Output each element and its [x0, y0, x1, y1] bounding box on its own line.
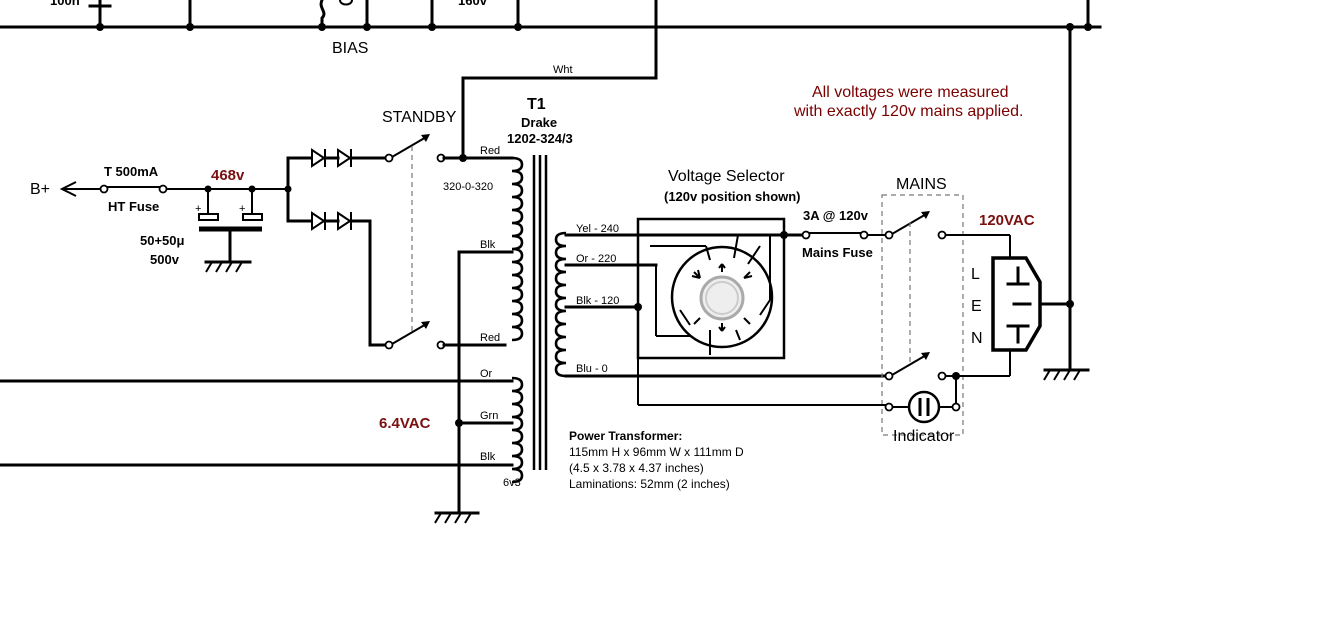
pri-lead-or: Or - 220 [576, 253, 616, 265]
sixv3-label: 6v3 [503, 477, 521, 489]
pt-info-line-3: Laminations: 52mm (2 inches) [569, 477, 730, 491]
rectifier-section: STANDBY Wht [286, 64, 658, 350]
selector-subtitle: (120v position shown) [664, 189, 801, 204]
ht-fuse-name: HT Fuse [108, 199, 159, 214]
indicator-lamp [907, 390, 941, 424]
mains-voltage: 120VAC [979, 212, 1035, 229]
mains-fuse-name: Mains Fuse [802, 245, 873, 260]
transformer-part: 1202-324/3 [507, 131, 573, 146]
iec-n: N [971, 330, 983, 347]
mains-section: 3A @ 120v Mains Fuse MAINS 120VAC Indica… [638, 176, 1035, 445]
standby-label: STANDBY [382, 109, 457, 126]
diode-bottom-1 [311, 211, 326, 231]
sec-lead-blk-2: Blk [480, 451, 496, 463]
capacitor-b [242, 213, 263, 221]
transformer-ref: T1 [527, 96, 546, 113]
bplus-label: B+ [30, 181, 50, 198]
hv-voltage: 468v [211, 167, 245, 184]
capacitor-a [198, 213, 219, 221]
voltage-selector: Voltage Selector (120v position shown) [634, 168, 801, 405]
transformer-maker: Drake [521, 115, 557, 130]
transformer-secondary: Red 320-0-320 Blk Red Or Grn Blk 6v3 6.4… [0, 145, 524, 524]
selector-title: Voltage Selector [668, 168, 785, 185]
sec-lead-blk-1: Blk [480, 239, 496, 251]
cap-value: 50+50μ [140, 233, 185, 248]
hv-winding-label: 320-0-320 [443, 181, 493, 193]
top-center-cut-label: 160v [458, 0, 488, 8]
top-rail: 100n BIAS 160v [0, 0, 1102, 80]
mains-fuse-rating: 3A @ 120v [803, 208, 869, 223]
diode-top-2 [337, 148, 352, 168]
ht-section: B+ T 500mA HT Fuse 468v + + 50+50μ 500v [30, 164, 292, 273]
sec-lead-red-2: Red [480, 332, 500, 344]
svg-text:+: + [195, 203, 201, 215]
pri-lead-blk: Blk - 120 [576, 295, 619, 307]
note-line-1: All voltages were measured [812, 84, 1009, 101]
mains-label: MAINS [896, 176, 947, 193]
note-line-2: with exactly 120v mains applied. [793, 103, 1023, 120]
diode-top-1 [311, 148, 326, 168]
indicator-label: Indicator [893, 428, 955, 445]
pt-info: Power Transformer: 115mm H x 96mm W x 11… [569, 429, 744, 491]
diode-bottom-2 [337, 211, 352, 231]
pt-info-line-2: (4.5 x 3.78 x 4.37 inches) [569, 461, 704, 475]
svg-text:+: + [239, 203, 245, 215]
mains-switch-box [881, 194, 964, 436]
transformer-primary: Yel - 240 Or - 220 Blk - 120 Blu - 0 [554, 223, 888, 378]
pri-lead-yel: Yel - 240 [576, 223, 619, 235]
sec-lead-grn: Grn [480, 410, 498, 422]
sec-lead-red-1: Red [480, 145, 500, 157]
transformer-core: T1 Drake 1202-324/3 [507, 96, 573, 470]
pt-info-line-1: 115mm H x 96mm W x 111mm D [569, 445, 744, 459]
iec-l: L [971, 266, 980, 283]
bias-label: BIAS [332, 40, 368, 57]
heater-voltage: 6.4VAC [379, 415, 431, 432]
cap-rating: 500v [150, 252, 180, 267]
pri-lead-blu: Blu - 0 [576, 363, 608, 375]
sec-lead-or: Or [480, 368, 493, 380]
voltage-note: All voltages were measured with exactly … [793, 84, 1023, 120]
iec-e: E [971, 298, 982, 315]
iec-inlet: L E N [971, 256, 1042, 352]
top-left-cut-label: 100n [50, 0, 80, 8]
wht-label: Wht [553, 64, 573, 76]
pt-info-title: Power Transformer: [569, 429, 682, 443]
ht-fuse-rating: T 500mA [104, 164, 159, 179]
